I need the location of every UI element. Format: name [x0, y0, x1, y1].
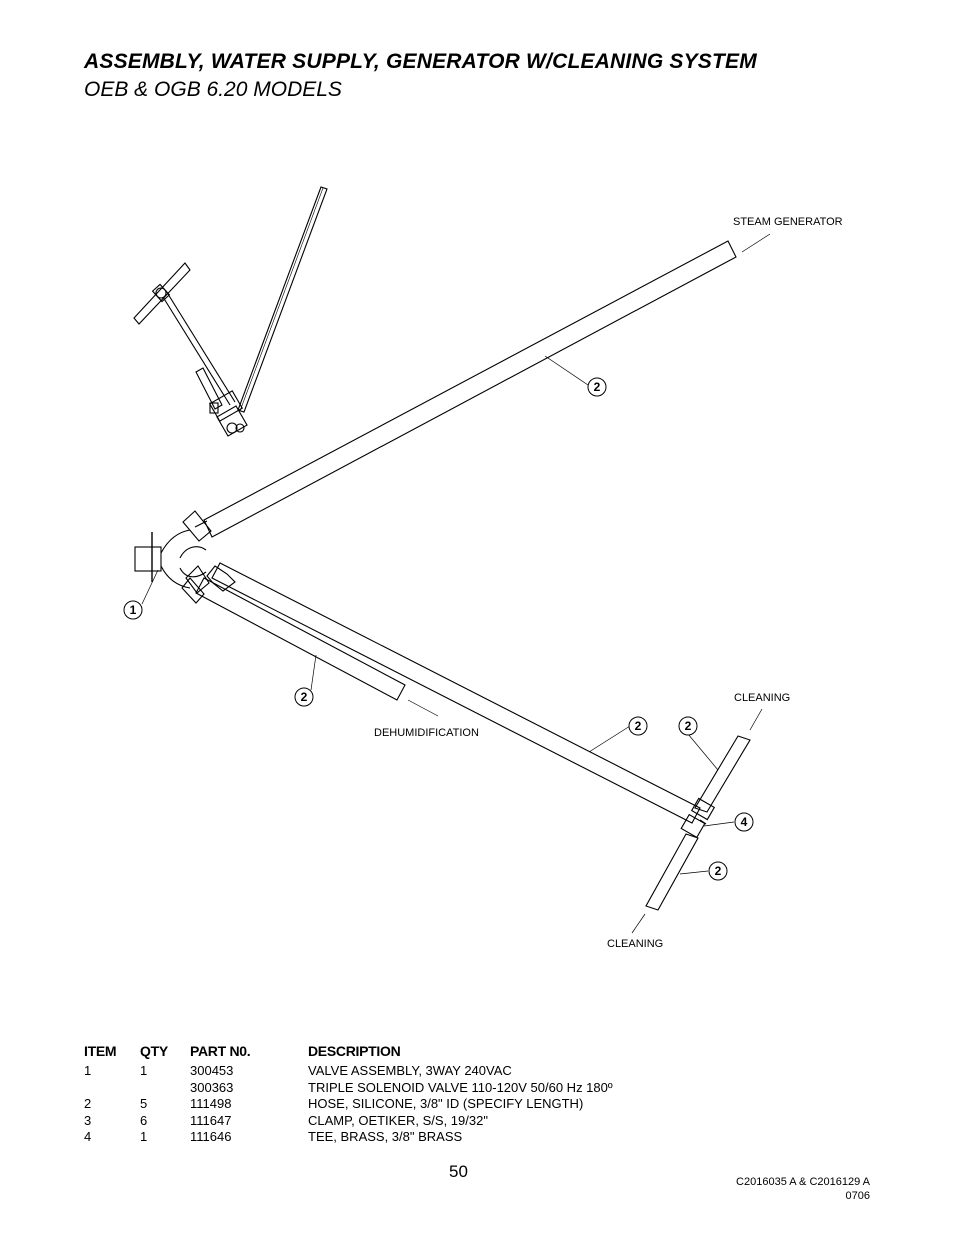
label-steam-generator: STEAM GENERATOR — [733, 216, 843, 228]
header-item: ITEM — [84, 1043, 117, 1059]
header-description: DESCRIPTION — [308, 1043, 401, 1059]
callout-2-steam: 2 — [594, 380, 601, 394]
label-dehumidification: DEHUMIDIFICATION — [374, 727, 479, 739]
cell-item: 2 — [84, 1096, 92, 1111]
cell-description: VALVE ASSEMBLY, 3WAY 240VAC — [308, 1063, 512, 1078]
callout-balloon — [708, 861, 728, 881]
cell-qty — [140, 1080, 190, 1097]
callout-balloon — [678, 716, 698, 736]
hose-cleaning-main — [185, 562, 701, 824]
table-row: 1 1 300453 VALVE ASSEMBLY, 3WAY 240VAC — [84, 1063, 784, 1080]
doc-ref-date: 0706 — [845, 1190, 870, 1202]
header-qty: QTY — [140, 1043, 168, 1059]
callout-balloon — [734, 812, 754, 832]
cell-item: 3 — [84, 1112, 92, 1128]
table-row: 3 6 111647 CLAMP, OETIKER, S/S, 19/32" — [84, 1113, 784, 1130]
cell-description: TEE, BRASS, 3/8" BRASS — [308, 1129, 463, 1144]
header-part-number: PART N0. — [190, 1043, 251, 1059]
callout-2-main: 2 — [635, 719, 642, 733]
parts-table: ITEM QTY PART N0. DESCRIPTION 1 1 300453… — [84, 1043, 784, 1146]
callout-balloon — [587, 377, 607, 397]
callout-4-tee: 4 — [741, 815, 748, 829]
hose-steam-generator — [182, 240, 737, 542]
callout-balloon — [294, 687, 314, 707]
page-number: 50 — [449, 1162, 468, 1181]
callout-2-cleaning-top: 2 — [685, 719, 692, 733]
cell-part-number: 111647 — [190, 1112, 232, 1128]
table-row: 2 5 111498 HOSE, SILICONE, 3/8" ID (SPEC… — [84, 1096, 784, 1113]
cell-qty: 5 — [140, 1096, 148, 1111]
cell-description: HOSE, SILICONE, 3/8" ID (SPECIFY LENGTH) — [308, 1096, 584, 1111]
cell-item — [84, 1080, 140, 1097]
document-reference: C2016035 A & C2016129 A 0706 — [736, 1175, 870, 1203]
table-row: 300363 TRIPLE SOLENOID VALVE 110-120V 50… — [84, 1080, 784, 1097]
tee-and-cleaning-hoses — [645, 735, 751, 911]
table-row: 4 1 111646 TEE, BRASS, 3/8" BRASS — [84, 1129, 784, 1146]
page-subtitle: OEB & OGB 6.20 MODELS — [84, 78, 342, 101]
callout-balloon — [628, 716, 648, 736]
cell-part-number: 111498 — [190, 1096, 232, 1111]
cell-item: 1 — [84, 1063, 92, 1078]
cell-item: 4 — [84, 1129, 92, 1144]
page-title: ASSEMBLY, WATER SUPPLY, GENERATOR W/CLEA… — [84, 50, 757, 73]
valve-assembly-drawing — [133, 186, 328, 437]
parts-table-header: ITEM QTY PART N0. DESCRIPTION — [84, 1043, 784, 1063]
cell-qty: 1 — [140, 1063, 148, 1078]
cell-part-number: 111646 — [190, 1129, 232, 1144]
callout-2-dehum: 2 — [301, 690, 308, 704]
cell-part-number: 300363 — [190, 1079, 234, 1095]
callout-balloon — [123, 600, 143, 620]
cell-description: TRIPLE SOLENOID VALVE 110-120V 50/60 Hz … — [308, 1079, 613, 1095]
callout-2-cleaning-bottom: 2 — [715, 864, 722, 878]
cell-qty: 6 — [140, 1112, 148, 1128]
cell-description: CLAMP, OETIKER, S/S, 19/32" — [308, 1112, 488, 1128]
label-cleaning-top: CLEANING — [734, 692, 790, 704]
label-cleaning-bottom: CLEANING — [607, 938, 663, 950]
cell-qty: 1 — [140, 1129, 148, 1144]
hose-dehumidification — [181, 577, 406, 701]
callout-1-valve: 1 — [130, 603, 137, 617]
cell-part-number: 300453 — [190, 1063, 234, 1078]
doc-ref-code: C2016035 A & C2016129 A — [736, 1176, 870, 1188]
valve-block-drawing — [134, 529, 207, 589]
